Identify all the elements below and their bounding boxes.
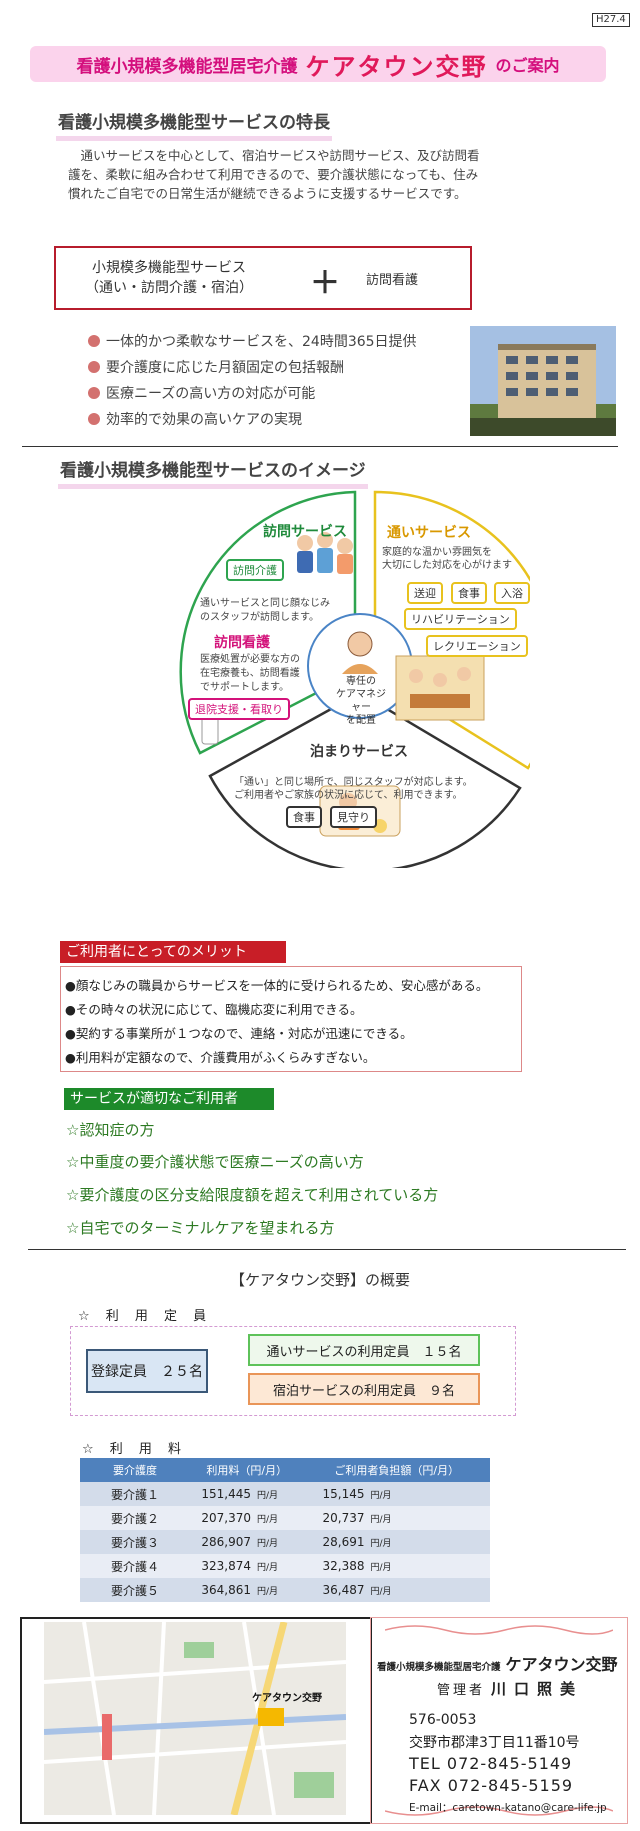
map-label: ケアタウン交野 xyxy=(252,1693,322,1704)
location-map: ケアタウン交野 xyxy=(44,1622,346,1815)
tag-rehabilitation: リハビリテーション xyxy=(404,608,517,630)
manager-name: 川口照美 xyxy=(491,1680,584,1698)
staff-illustration xyxy=(297,532,353,574)
decorative-border-icon xyxy=(385,1806,613,1816)
kayoi-text: 家庭的な温かい雰囲気を大切にした対応を心がけます xyxy=(382,547,512,571)
suitable-item: ☆認知症の方 xyxy=(66,1121,155,1139)
tag-tomari-shokuji: 食事 xyxy=(286,806,322,828)
service-combination-box: 小規模多機能型サービス （通い・訪問介護・宿泊） ＋ 訪問看護 xyxy=(54,246,472,310)
suitable-item: ☆中重度の要介護状態で医療ニーズの高い方 xyxy=(66,1153,364,1171)
title-banner: 看護小規模多機能型居宅介護 ケアタウン交野 のご案内 xyxy=(30,46,606,82)
tomari-title: 泊まりサービス xyxy=(310,744,408,760)
merits-box: ●顔なじみの職員からサービスを一体的に受けられるため、安心感がある。 ●その時々… xyxy=(60,966,522,1072)
tag-shokuji: 食事 xyxy=(451,582,487,604)
divider xyxy=(28,1249,626,1250)
building-photo xyxy=(470,326,616,436)
combo-right: 訪問看護 xyxy=(366,273,419,288)
fee-table-header: 要介護度 利用料（円/月） ご利用者負担額（円/月） xyxy=(80,1458,490,1482)
nurse-title: 訪問看護 xyxy=(214,635,270,651)
card-postal: 576-0053 xyxy=(409,1712,477,1728)
combo-left: 小規模多機能型サービス （通い・訪問介護・宿泊） xyxy=(84,258,254,298)
nurse-text: 医療処置が必要な方の在宅療養も、訪問看護でサポートします。 xyxy=(200,654,300,693)
feature-item: 一体的かつ柔軟なサービスを、24時間365日提供 xyxy=(88,331,417,351)
stay-service-capacity: 宿泊サービスの利用定員 ９名 xyxy=(248,1373,480,1405)
card-email[interactable]: E-mail：caretown-katano@care-life.jp xyxy=(409,1802,607,1814)
tag-discharge-support: 退院支援・看取り xyxy=(188,698,290,720)
tag-recreation: レクリエーション xyxy=(426,635,528,657)
card-manager: 管理者川口照美 xyxy=(437,1680,584,1698)
contact-card: 看護小規模多機能型居宅介護 ケアタウン交野 管理者川口照美 576-0053 交… xyxy=(370,1617,628,1824)
tag-sougei: 送迎 xyxy=(407,582,443,604)
capacity-box xyxy=(70,1326,516,1416)
card-name: ケアタウン交野 xyxy=(505,1655,618,1674)
houmon-text: 通いサービスと同じ顔なじみのスタッフが訪問します。 xyxy=(200,598,330,623)
day-service-capacity: 通いサービスの利用定員 １５名 xyxy=(248,1334,480,1366)
bullet-icon xyxy=(88,387,100,399)
bullet-icon xyxy=(88,335,100,347)
day-service-illustration xyxy=(395,655,485,721)
feature-item: 医療ニーズの高い方の対応が可能 xyxy=(88,383,315,403)
card-title: 看護小規模多機能型居宅介護 ケアタウン交野 xyxy=(377,1651,621,1675)
tag-mimamori: 見守り xyxy=(330,806,377,828)
capacity-label: ☆ 利 用 定 員 xyxy=(78,1309,213,1324)
divider xyxy=(22,446,618,447)
kayoi-title: 通いサービス xyxy=(387,525,471,541)
card-fax: FAX 072-845-5159 xyxy=(409,1776,574,1795)
map-frame: ケアタウン交野 xyxy=(20,1617,372,1824)
merit-item: ●利用料が定額なので、介護費用がふくらみすぎない。 xyxy=(65,1050,376,1065)
title-suffix: のご案内 xyxy=(495,56,560,75)
plus-icon: ＋ xyxy=(310,266,340,301)
card-service-type: 看護小規模多機能型居宅介護 xyxy=(377,1662,501,1673)
card-address: 交野市郡津3丁目11番10号 xyxy=(409,1735,580,1751)
feature-item: 効率的で効果の高いケアの実現 xyxy=(88,409,302,429)
suitable-heading: サービスが適切なご利用者 xyxy=(64,1088,274,1110)
merit-item: ●顔なじみの職員からサービスを一体的に受けられるため、安心感がある。 xyxy=(65,978,489,993)
suitable-item: ☆自宅でのターミナルケアを望まれる方 xyxy=(66,1219,335,1237)
center-caremanager: 専任のケアマネジャーを配置 xyxy=(336,676,386,726)
date-tag: H27.4 xyxy=(592,13,630,27)
col-fee: 利用料（円/月） xyxy=(190,1458,304,1482)
suitable-item: ☆要介護度の区分支給限度額を超えて利用されている方 xyxy=(66,1186,439,1204)
decorative-border-icon xyxy=(385,1625,613,1635)
bullet-icon xyxy=(88,413,100,425)
merit-item: ●その時々の状況に応じて、臨機応変に利用できる。 xyxy=(65,1002,363,1017)
houmon-title: 訪問サービス xyxy=(263,524,347,540)
col-burden: ご利用者負担額（円/月） xyxy=(303,1458,490,1482)
merits-heading: ご利用者にとってのメリット xyxy=(60,941,286,963)
combo-left-line1: 小規模多機能型サービス xyxy=(92,260,246,276)
bullet-icon xyxy=(88,361,100,373)
feature-item: 要介護度に応じた月額固定の包括報酬 xyxy=(88,357,344,377)
col-grade: 要介護度 xyxy=(80,1458,190,1482)
tag-nyuyoku: 入浴 xyxy=(494,582,530,604)
card-tel: TEL 072-845-5149 xyxy=(409,1754,573,1773)
merit-item: ●契約する事業所が１つなので、連絡・対応が迅速にできる。 xyxy=(65,1026,413,1041)
registered-capacity: 登録定員 ２５名 xyxy=(86,1349,208,1393)
image-heading: 看護小規模多機能型サービスのイメージ xyxy=(58,456,368,489)
overview-title: 【ケアタウン交野】の概要 xyxy=(229,1271,410,1289)
features-heading: 看護小規模多機能型サービスの特長 xyxy=(56,108,332,141)
fee-label: ☆ 利 用 料 xyxy=(82,1442,188,1457)
title-name: ケアタウン交野 xyxy=(305,52,488,81)
tomari-text: 「通い」と同じ場所で、同じスタッフが対応します。ご利用者やご家族の状況に応じて、… xyxy=(234,777,473,801)
features-intro: 通いサービスを中心として、宿泊サービスや訪問サービス、及び訪問看護を、柔軟に組み… xyxy=(68,148,480,201)
combo-left-line2: （通い・訪問介護・宿泊） xyxy=(85,280,253,296)
tag-houmon-kaigo: 訪問介護 xyxy=(226,559,284,581)
title-prefix: 看護小規模多機能型居宅介護 xyxy=(76,56,298,77)
